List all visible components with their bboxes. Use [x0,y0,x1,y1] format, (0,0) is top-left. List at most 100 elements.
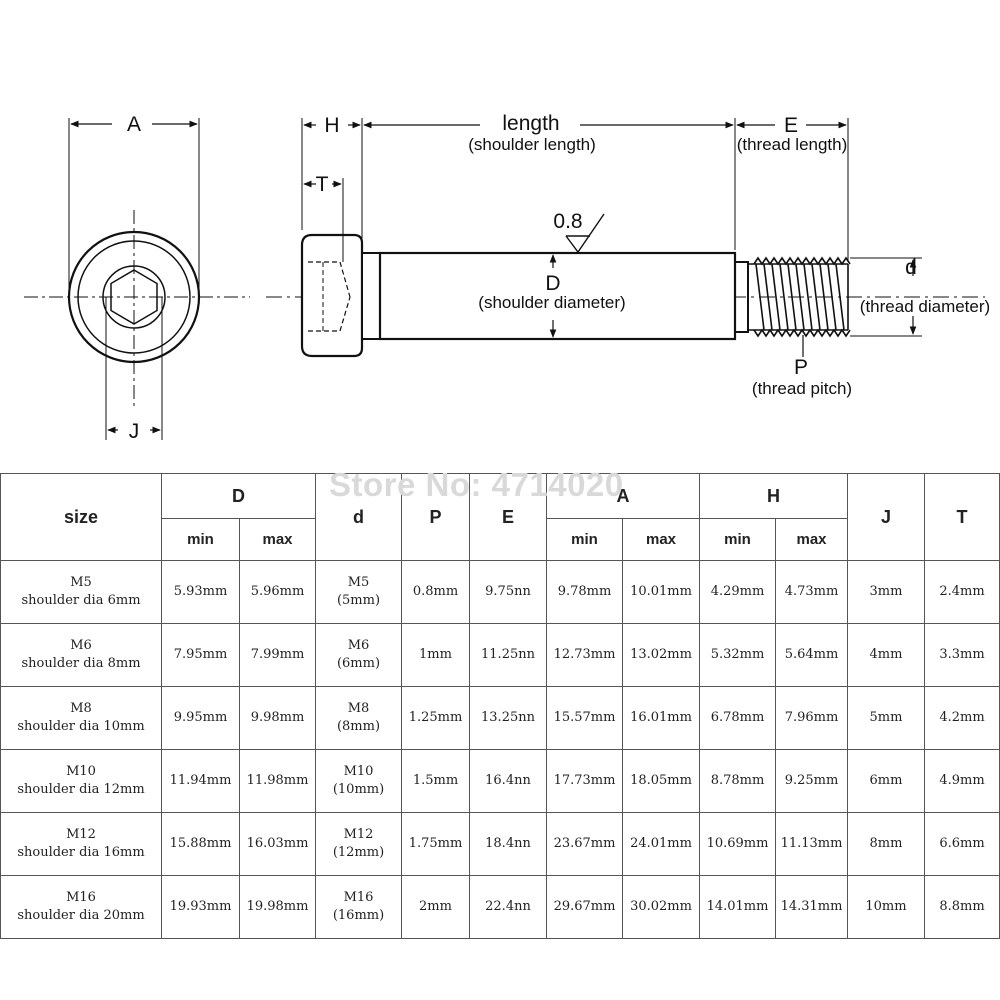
col-thread-d-header: d [315,473,402,561]
cell-d-min: 7.95mm [161,623,240,687]
cell-a-min: 29.67mm [546,875,623,939]
cell-p-text: 1mm [419,647,452,662]
cell-d-max-text: 9.98mm [250,710,305,725]
screw-shoulder [378,251,737,341]
cell-e: 16.4nn [469,749,547,813]
cell-size-text: shoulder dia 12mm [17,782,145,797]
cell-j: 6mm [847,749,925,813]
cell-a-max: 10.01mm [622,560,700,624]
cell-thread-d-text: (12mm) [332,845,385,860]
cell-size-text: M8 [70,701,92,716]
cell-d-max-text: 16.03mm [246,836,309,851]
cell-e-text: 18.4nn [485,836,531,851]
cell-a-min-text: 23.67mm [553,836,616,851]
cell-j-text: 4mm [869,647,903,662]
cell-t-text: 8.8mm [939,899,985,914]
cell-h-max-text: 5.64mm [784,647,839,662]
cell-h-max-text: 9.25mm [784,773,839,788]
cell-j: 3mm [847,560,925,624]
cell-thread-d-text: (5mm) [336,593,381,608]
cell-t-text: 3.3mm [939,647,985,662]
cell-t-text: 4.2mm [939,710,985,725]
cell-h-min: 8.78mm [699,749,776,813]
cell-t-text: 2.4mm [939,584,985,599]
cell-d-max: 5.96mm [239,560,316,624]
dim-length-label: length [502,112,559,135]
cell-a-max: 18.05mm [622,749,700,813]
dim-a-label: A [127,113,141,136]
cell-d-max-text: 19.98mm [246,899,309,914]
cell-thread-d: M8(8mm) [315,686,402,750]
cell-size: M12 shoulder dia 16mm [0,812,162,876]
cell-a-max: 24.01mm [622,812,700,876]
cell-thread-d-text: M6 [347,638,370,653]
cell-j: 8mm [847,812,925,876]
dim-h-label: H [324,114,339,137]
cell-a-max: 16.01mm [622,686,700,750]
cell-d-min-text: 9.95mm [173,710,228,725]
cell-thread-d: M16(16mm) [315,875,402,939]
cell-size-text: M16 [66,890,96,905]
dim-shoulder-d-label: D [545,272,560,295]
cell-a-max-text: 16.01mm [630,710,692,725]
roughness-label: 0.8 [553,210,582,233]
cell-d-min-text: 11.94mm [169,773,232,788]
side-view [266,118,985,358]
cell-d-max: 11.98mm [239,749,316,813]
cell-p-text: 1.5mm [412,773,459,788]
cell-a-max: 30.02mm [622,875,700,939]
dim-pitch-label: P [794,356,808,379]
h-min-header: min [699,518,776,561]
cell-h-max: 14.31mm [775,875,848,939]
cell-thread-d-text: M5 [347,575,370,590]
cell-d-min-text: 19.93mm [169,899,232,914]
cell-p: 1mm [401,623,470,687]
cell-j-text: 10mm [865,899,907,914]
cell-e: 11.25nn [469,623,547,687]
cell-d-max-text: 7.99mm [250,647,305,662]
cell-a-max-text: 18.05mm [630,773,692,788]
cell-e: 22.4nn [469,875,547,939]
cell-thread-d-text: (16mm) [332,908,385,923]
cell-thread-d-text: (8mm) [336,719,381,734]
col-p-header: P [401,473,470,561]
cell-h-min-text: 14.01mm [706,899,769,914]
head-inner-circle [77,240,191,354]
cell-size-text: shoulder dia 16mm [17,845,145,860]
cell-j-text: 3mm [869,584,903,599]
socket-circle [102,265,166,329]
cell-a-min-text: 12.73mm [553,647,616,662]
dim-pitch-sublabel: (thread pitch) [752,379,852,398]
cell-size-text: shoulder dia 10mm [17,719,145,734]
spec-table: size D d P E A H J T min max min max min… [0,473,1000,939]
cell-d-min: 5.93mm [161,560,240,624]
cell-d-max: 16.03mm [239,812,316,876]
screw-drawing: A J [24,112,990,443]
cell-h-max: 5.64mm [775,623,848,687]
dim-thread-d-label: d [905,256,917,279]
cell-j: 10mm [847,875,925,939]
cell-a-min-text: 15.57mm [553,710,616,725]
cell-p: 1.5mm [401,749,470,813]
cell-p-text: 2mm [419,899,452,914]
hex-socket [110,269,158,325]
cell-h-min: 10.69mm [699,812,776,876]
screw-neck [361,252,381,340]
cell-h-max: 4.73mm [775,560,848,624]
cell-a-min: 12.73mm [546,623,623,687]
cell-d-max-text: 11.98mm [246,773,309,788]
cell-size-text: M12 [66,827,96,842]
cell-h-min: 4.29mm [699,560,776,624]
cell-h-min-text: 10.69mm [706,836,769,851]
cell-size-text: M6 [70,638,92,653]
cell-a-min: 15.57mm [546,686,623,750]
cell-p-text: 1.75mm [408,836,463,851]
cell-a-min-text: 29.67mm [553,899,616,914]
cell-d-min: 9.95mm [161,686,240,750]
